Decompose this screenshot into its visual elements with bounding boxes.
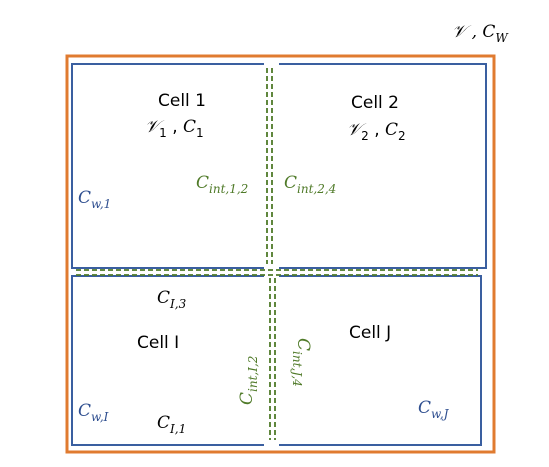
cell-i-top-conductance: CI,3: [157, 288, 187, 311]
interface-lines: [76, 68, 478, 440]
global-volume-conductance-label: 𝒱 , CW: [452, 22, 509, 45]
interface-i-2-label: Cint,I,2: [237, 356, 260, 405]
interface-j-4-label-group: Cint,J,4: [290, 338, 313, 387]
interface-1-2-label: Cint,1,2: [196, 173, 248, 196]
cell-1-title: Cell 1: [158, 91, 206, 111]
interface-i-2-label-group: Cint,I,2: [237, 356, 260, 405]
cell-i-wall-conductance: Cw,I: [78, 401, 109, 424]
cell-1-boundary: [71, 63, 264, 269]
cell-1-volume-conductance: 𝒱1 , C1: [145, 117, 204, 140]
cell-i-bottom-conductance: CI,1: [157, 413, 186, 436]
interface-2-4-label: Cint,2,4: [284, 173, 336, 196]
cell-i-boundary: [71, 275, 264, 446]
cell-j-wall-conductance: Cw,J: [418, 398, 450, 421]
cell-i-title: Cell I: [137, 333, 179, 353]
cell-j-boundary: [279, 275, 482, 446]
interface-j-4-label: Cint,J,4: [290, 338, 313, 387]
cell-j-title: Cell J: [349, 323, 391, 343]
cell-2-title: Cell 2: [351, 93, 399, 113]
cell-2-boundary: [279, 63, 487, 269]
cell-2-volume-conductance: 𝒱2 , C2: [347, 120, 406, 143]
outer-domain-boundary: [65, 54, 496, 454]
cell-1-wall-conductance: Cw,1: [78, 188, 111, 211]
